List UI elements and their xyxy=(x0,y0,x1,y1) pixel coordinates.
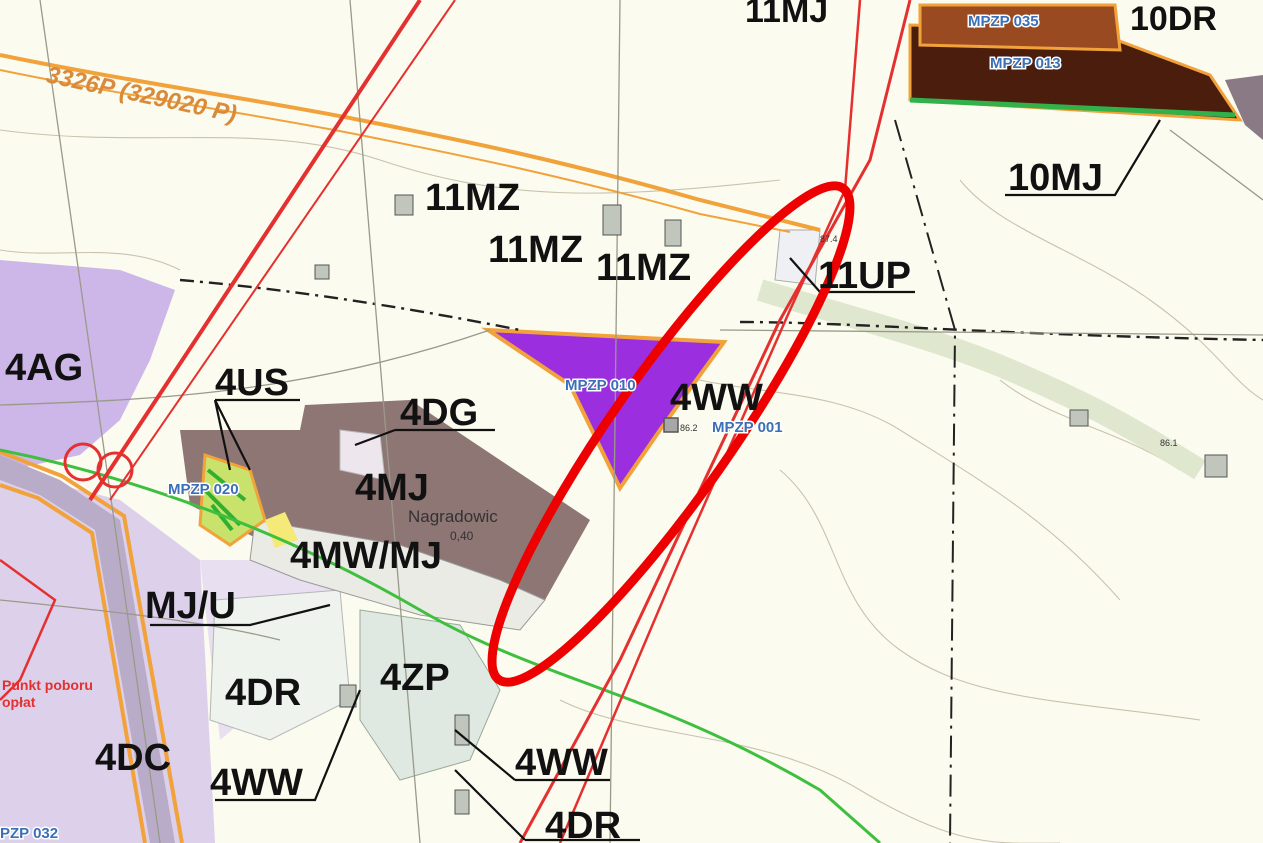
mpzp-035-area[interactable] xyxy=(918,3,1122,52)
label-toll-line1: Punkt poboru xyxy=(2,677,93,693)
label-village: Nagradowic xyxy=(408,507,498,526)
zone-4dc-area[interactable] xyxy=(0,470,215,843)
motorway-band xyxy=(0,455,175,843)
label-mpzp-035: MPZP 035 xyxy=(968,13,1039,30)
label-mpzp-010: MPZP 010 xyxy=(565,377,636,394)
interchange-circle-2 xyxy=(96,451,134,489)
highlight-ellipse xyxy=(487,181,855,687)
label-4dc: 4DC xyxy=(95,737,171,779)
label-spot-1: 86.2 xyxy=(680,423,698,433)
label-toll-line2: opłat xyxy=(2,694,36,710)
label-mju: MJ/U xyxy=(145,585,236,627)
dashed-boundary xyxy=(179,278,1263,342)
green-strip-top xyxy=(909,97,1236,118)
grey-area-right xyxy=(1225,75,1263,140)
red-road-east-2 xyxy=(518,0,912,843)
zone-4mj-area[interactable] xyxy=(180,400,590,610)
zone-4dg-area[interactable] xyxy=(339,429,386,481)
label-4zp: 4ZP xyxy=(380,657,450,699)
motorway-orange-border-2 xyxy=(0,483,147,843)
red-road-main-2 xyxy=(109,0,456,501)
red-outline-left xyxy=(0,558,57,701)
label-11mz-a: 11MZ xyxy=(425,177,520,219)
label-top-center: 11MJ xyxy=(745,0,828,30)
red-road-east xyxy=(558,0,862,843)
red-road-main xyxy=(88,0,422,502)
label-spot-3: 86.1 xyxy=(1160,438,1178,448)
green-border-line xyxy=(0,448,881,843)
label-4mwmj: 4MW/MJ xyxy=(290,535,442,577)
vertical-boundary xyxy=(894,119,957,843)
road-3326p-edge xyxy=(0,69,791,233)
label-4dr-left: 4DR xyxy=(225,672,301,714)
label-spot-2: 87.4 xyxy=(820,234,838,244)
label-value: 0,40 xyxy=(450,529,474,543)
mpzp-001-area[interactable] xyxy=(663,417,679,433)
yellow-plot xyxy=(265,512,298,548)
label-4mj: 4MJ xyxy=(355,467,429,509)
label-4us: 4US xyxy=(215,362,289,404)
label-mpzp-032: PZP 032 xyxy=(0,825,58,842)
label-4dg-top: 4DG xyxy=(400,392,478,434)
mpzp-010-area[interactable] xyxy=(480,327,728,492)
label-4ww-low: 4WW xyxy=(210,762,303,804)
label-4ag: 4AG xyxy=(5,347,83,389)
zone-4dr-left-area[interactable] xyxy=(209,589,351,741)
label-11up: 11UP xyxy=(818,255,911,297)
label-11mz-c: 11MZ xyxy=(596,247,691,289)
label-leaders xyxy=(150,119,1161,842)
label-10mj: 10MJ xyxy=(1008,157,1103,199)
label-mpzp-001: MPZP 001 xyxy=(712,419,783,436)
label-11mz-b: 11MZ xyxy=(488,229,583,271)
label-4ww-bottom: 4WW xyxy=(515,742,608,784)
label-mpzp-013: MPZP 013 xyxy=(990,55,1061,72)
green-corridor xyxy=(756,279,1206,480)
label-mpzp-020: MPZP 020 xyxy=(168,481,239,498)
label-top-right: 10DR xyxy=(1130,0,1217,38)
label-4ww-mid: 4WW xyxy=(670,377,763,419)
label-4dr-bottom: 4DR xyxy=(545,805,621,843)
zone-4ag-area[interactable] xyxy=(0,260,175,470)
